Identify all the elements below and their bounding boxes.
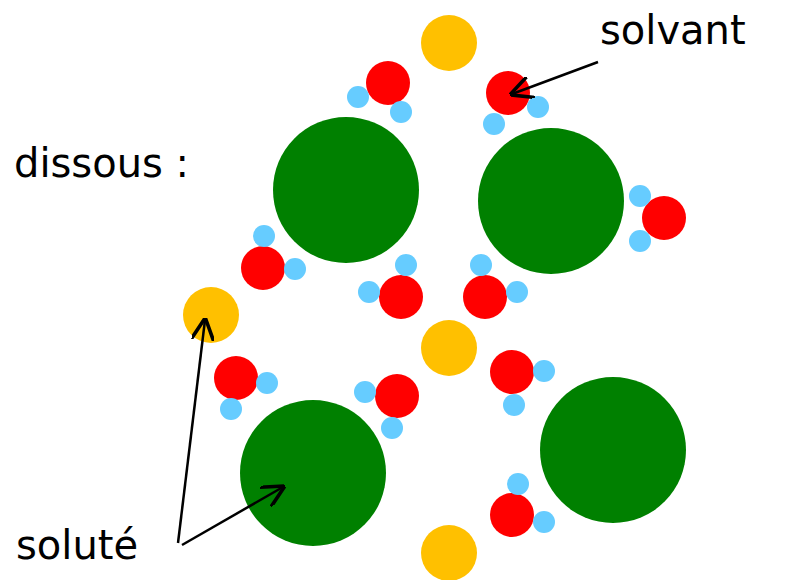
water-molecule [358,254,423,319]
hydrogen-atom [256,372,278,394]
hydrogen-atom [483,113,505,135]
oxygen-atom [463,275,507,319]
hydrogen-atom [354,381,376,403]
anion [540,377,686,523]
hydrogen-atom [253,225,275,247]
hydrogen-atom [503,394,525,416]
hydrogen-atom [507,473,529,495]
water-molecule [347,61,412,123]
leader-arrow [182,487,283,545]
water-molecule [490,473,555,537]
cation [183,287,239,343]
leader-arrow [178,320,205,543]
solvent-label: solvant [600,8,746,52]
oxygen-atom [241,246,285,290]
cation [421,320,477,376]
hydrogen-atom [390,101,412,123]
hydrogen-atom [358,281,380,303]
hydrogen-atom [284,258,306,280]
oxygen-atom [366,61,410,105]
anion [240,400,386,546]
cation-group [183,15,477,580]
oxygen-atom [490,350,534,394]
cation [421,15,477,71]
leader-lines [178,62,598,545]
hydrogen-atom [220,398,242,420]
state-label: dissous : [14,141,189,185]
water-molecule [354,374,419,439]
water-molecule [490,350,555,416]
oxygen-atom [375,374,419,418]
hydrogen-atom [527,96,549,118]
oxygen-atom [214,356,258,400]
hydrogen-atom [470,254,492,276]
water-molecule [463,254,528,319]
oxygen-atom [379,275,423,319]
oxygen-atom [486,71,530,115]
hydrogen-atom [533,511,555,533]
water-molecule [483,71,549,135]
water-molecule [629,185,686,252]
hydrogen-atom [533,360,555,382]
oxygen-atom [490,493,534,537]
anion-group [240,117,686,546]
hydrogen-atom [629,185,651,207]
hydrogen-atom [629,230,651,252]
hydrogen-atom [381,417,403,439]
water-molecule [241,225,306,290]
cation [421,525,477,580]
hydrogen-atom [506,281,528,303]
leader-arrow [512,62,598,94]
water-molecule [214,356,278,420]
anion [478,128,624,274]
anion [273,117,419,263]
solute-label: soluté [16,523,138,567]
water-group [214,61,686,537]
hydrogen-atom [347,86,369,108]
hydrogen-atom [395,254,417,276]
